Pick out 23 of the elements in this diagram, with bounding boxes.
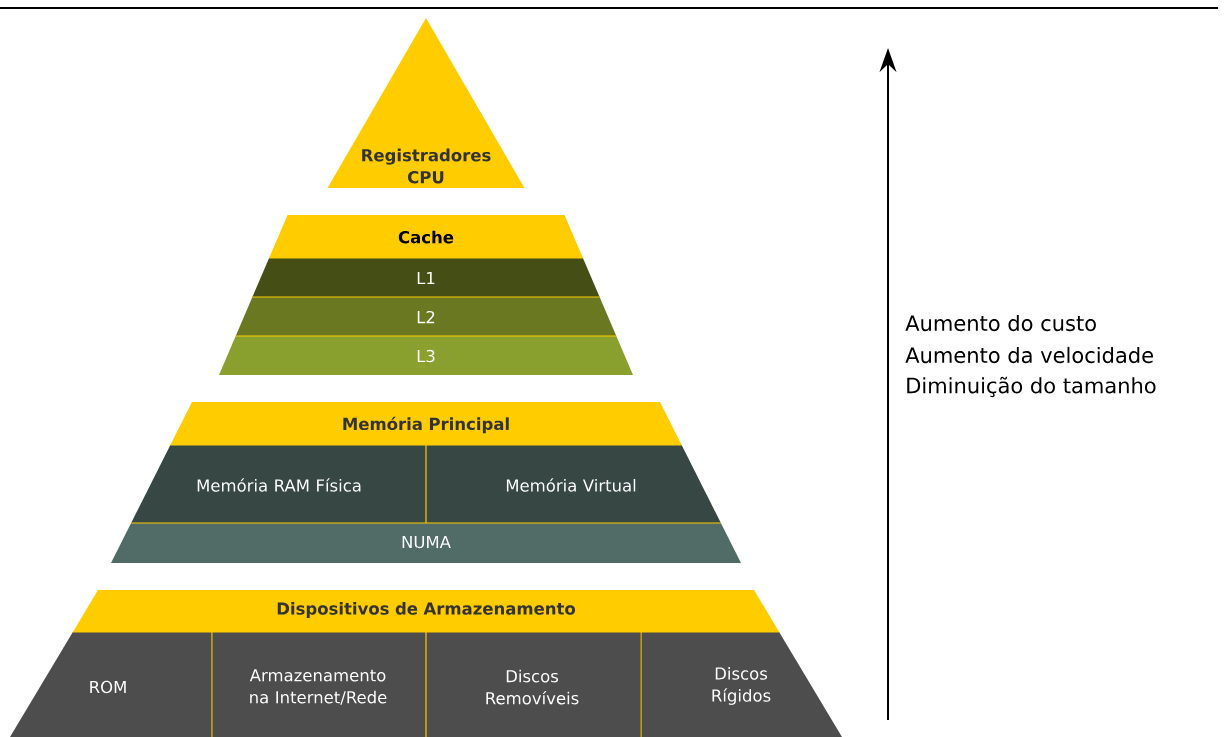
node-label: Discos Removíveis [486,669,579,705]
triangle-tier: Registradores CPU [327,18,525,188]
tier-header: Cache [269,215,583,258]
tier-header: Memória Principal [170,402,682,445]
node-label: Memória RAM Física [197,478,361,492]
side-note: Aumento do custo [905,314,1096,332]
tier-cell: Discos Removíveis [426,632,641,737]
tier-header: Dispositivos de Armazenamento [72,590,780,632]
tier-band: L2 [235,297,617,336]
tier-band: L3 [219,336,633,375]
tier-cell: Armazenamento na Internet/Rede [212,632,426,737]
side-note: Aumento da velocidade [905,346,1153,364]
node-label: Discos Rígidos [712,667,771,705]
node-label: Armazenamento na Internet/Rede [249,669,387,705]
node-label: Memória Virtual [506,478,636,492]
side-note: Diminuição do tamanho [907,376,1156,398]
tier-cell: Discos Rígidos [641,632,842,737]
tier-cell: Memória RAM Física [131,445,426,523]
tier-band: NUMA [111,523,741,563]
tier-cell: Memória Virtual [426,445,721,523]
tier-band: L1 [252,258,600,297]
node-label: ROM [90,680,126,694]
tier-cell: ROM [10,632,212,737]
